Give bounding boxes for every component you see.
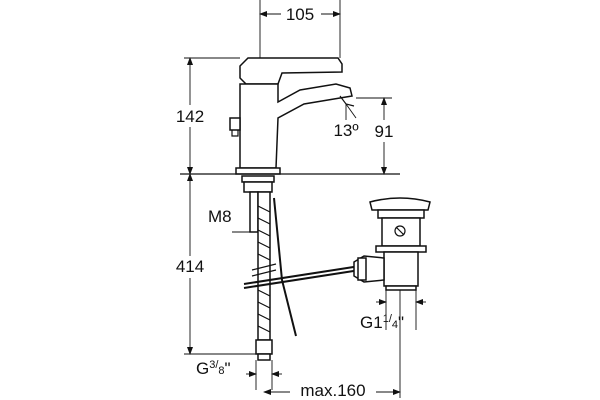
dim-supply-thread-label: G3/8" [196, 359, 231, 378]
lever-handle [239, 57, 343, 85]
drain-cap [369, 197, 431, 211]
mounting-nut [243, 181, 273, 193]
drain-waste [353, 197, 431, 291]
pop-up-knob [229, 117, 241, 131]
mounting-washer [241, 175, 275, 183]
dim-supply-length-label: 414 [176, 257, 204, 276]
drain-tailpiece [383, 251, 419, 287]
dim-waste-thread-label: G11/4" [360, 313, 404, 332]
dim-spout-angle: 13º [333, 103, 359, 140]
mounting-assembly [241, 175, 277, 361]
dim-stud-thread: M8 [208, 207, 252, 233]
threaded-stud [249, 191, 259, 233]
dim-total-height-label: 142 [176, 107, 204, 126]
dim-max-distance: max.160 [263, 290, 401, 400]
dim-stud-thread-label: M8 [208, 207, 232, 226]
dim-reach: 105 [259, 0, 341, 58]
base-plate [235, 167, 281, 175]
dim-spout-angle-label: 13º [333, 121, 358, 140]
dim-spout-height: 91 [356, 97, 400, 175]
dim-spout-height-label: 91 [375, 122, 394, 141]
dim-supply-length: 414 [164, 173, 256, 355]
linkage-rods [243, 197, 361, 337]
dim-reach-label: 105 [286, 5, 314, 24]
dim-max-distance-label: max.160 [300, 381, 365, 400]
dim-total-height: 142 [164, 57, 240, 175]
faucet-body [229, 57, 355, 175]
hose-end-fitting [255, 339, 273, 355]
dim-waste-thread: G11/4" [360, 290, 426, 332]
dim-supply-thread: G3/8" [196, 359, 282, 390]
